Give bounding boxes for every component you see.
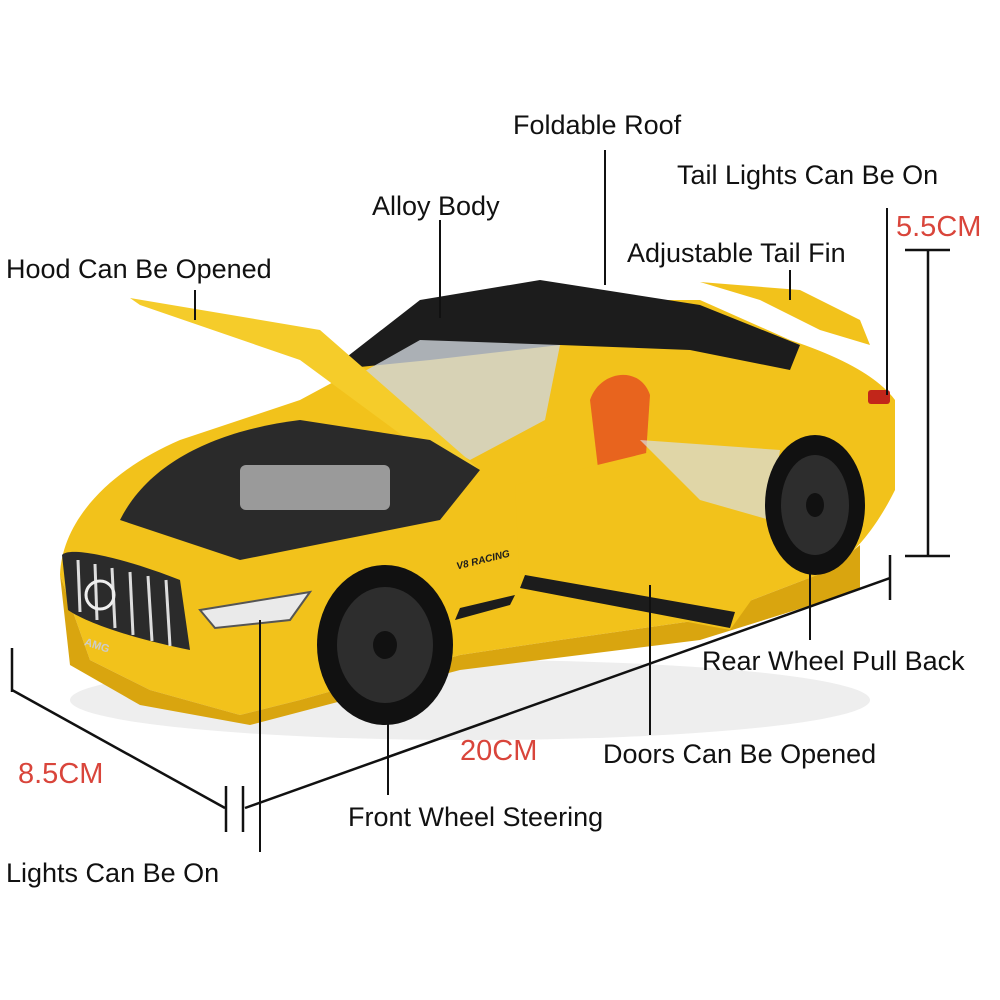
label-lights: Lights Can Be On xyxy=(6,858,220,888)
rear-spoiler xyxy=(700,282,870,345)
label-foldable-roof: Foldable Roof xyxy=(513,110,682,140)
dimension-length: 20CM xyxy=(460,735,538,767)
callout-lines xyxy=(194,150,888,852)
front-wheel xyxy=(317,565,453,725)
headlight xyxy=(198,590,313,630)
dimension-width: 8.5CM xyxy=(18,758,104,790)
rear-wheel xyxy=(765,435,865,575)
label-rear-wheel: Rear Wheel Pull Back xyxy=(702,646,965,676)
windshield xyxy=(340,340,560,460)
label-alloy-body: Alloy Body xyxy=(372,191,500,221)
door-stripe xyxy=(520,575,735,628)
label-tail-fin: Adjustable Tail Fin xyxy=(627,238,846,268)
dimension-height: 5.5CM xyxy=(896,211,982,243)
engine-block xyxy=(240,465,390,510)
label-front-wheel: Front Wheel Steering xyxy=(348,802,604,832)
tail-light xyxy=(868,390,890,404)
side-stripe xyxy=(455,595,515,620)
label-hood: Hood Can Be Opened xyxy=(6,254,272,284)
emblem xyxy=(84,579,116,611)
car-body-shade xyxy=(60,545,860,725)
door-glass xyxy=(640,440,780,520)
label-tail-lights: Tail Lights Can Be On xyxy=(677,160,939,190)
dimension-lines xyxy=(10,248,950,832)
label-doors: Doors Can Be Opened xyxy=(603,739,877,769)
